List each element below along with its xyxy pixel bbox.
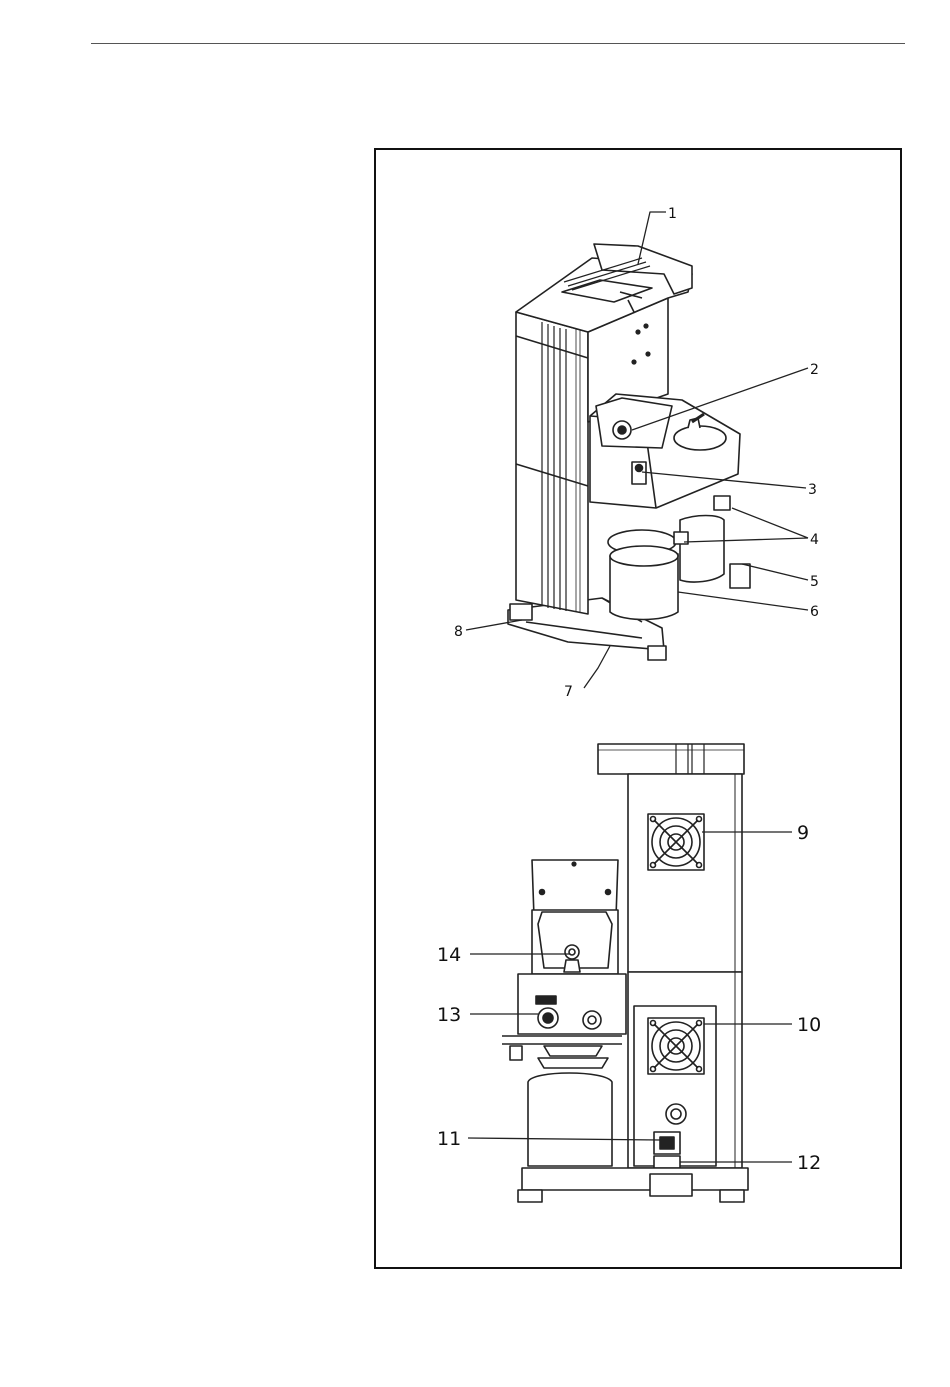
header-rule	[91, 43, 905, 44]
power-switch	[654, 1156, 680, 1168]
callout-7: 7	[564, 684, 573, 700]
callout-9: 9	[797, 822, 809, 844]
perspective-view	[508, 244, 750, 660]
callout-3: 3	[808, 482, 817, 498]
rear-handle	[598, 744, 744, 774]
callout-10: 10	[797, 1014, 821, 1036]
callout-5: 5	[810, 574, 819, 590]
device-illustration: 1 2 3 4 5 6 7 8 9 10 11 12 13 14	[376, 150, 904, 1271]
callout-11: 11	[437, 1128, 461, 1150]
foot-left	[510, 604, 532, 620]
callout-4: 4	[810, 532, 819, 548]
figure-frame: 1 2 3 4 5 6 7 8 9 10 11 12 13 14	[374, 148, 902, 1269]
callout-13: 13	[437, 1004, 461, 1026]
callout-6: 6	[810, 604, 819, 620]
rear-view	[502, 744, 748, 1202]
fan-lower	[648, 1018, 704, 1074]
fan-upper	[648, 814, 704, 870]
callout-12: 12	[797, 1152, 821, 1174]
bottle-rear	[680, 516, 724, 583]
rear-base	[522, 1168, 748, 1190]
rear-bottle	[528, 1073, 612, 1166]
callout-2: 2	[810, 362, 819, 378]
callout-1: 1	[668, 206, 677, 222]
callout-8: 8	[454, 624, 463, 640]
rear-column-upper	[628, 774, 742, 972]
main-column	[516, 312, 588, 614]
callout-14: 14	[437, 944, 461, 966]
